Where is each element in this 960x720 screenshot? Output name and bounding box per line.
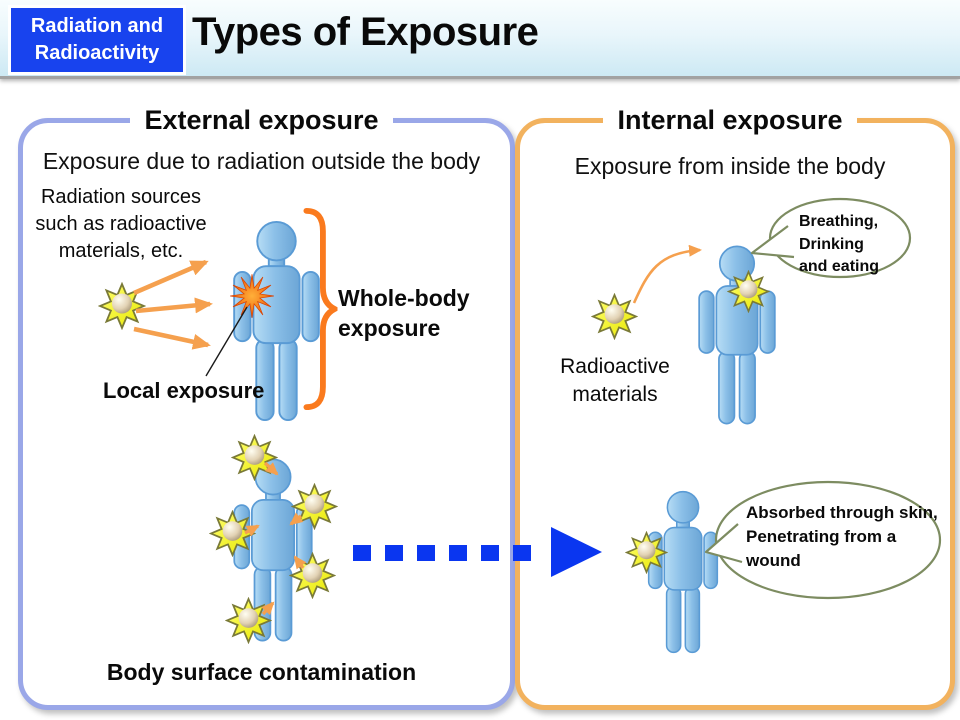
external-panel-subtitle: Exposure due to radiation outside the bo… [42,148,481,174]
particle-star-icon [225,597,272,644]
radioactive-materials-star-icon [591,293,638,340]
intake-speech-bubble [750,197,912,279]
whole-body-brace [302,206,338,412]
particle-star-icon [291,483,338,530]
local-exposure-label: Local exposure [103,378,265,403]
internal-panel-title: Internal exposure [515,105,945,136]
external-panel-title: External exposure [18,105,505,136]
absorption-bubble-text: Absorbed through skin, Penetrating from … [746,503,938,570]
arm-star-icon [625,531,668,574]
radiation-source-star-icon [98,282,146,330]
body-surface-contamination-label: Body surface contamination [106,659,417,685]
radioactive-materials-label: Radioactive materials [560,355,670,407]
internal-panel-subtitle: Exposure from inside the body [574,153,886,179]
absorption-speech-bubble [704,480,942,600]
topic-badge: Radiation and Radioactivity [8,5,186,75]
particle-star-icon [209,510,256,557]
particle-star-icon [289,552,336,599]
radiation-source-label: Radiation sources such as radioactive ma… [35,186,207,263]
intake-bubble-text: Breathing, Drinking and eating [799,213,880,276]
radiation-burst-icon [229,273,275,319]
header-bar: Radiation and Radioactivity Types of Exp… [0,0,960,79]
whole-body-exposure-label: Whole-body exposure [338,285,470,342]
particle-star-icon [231,434,278,481]
page-title: Types of Exposure [192,10,539,54]
